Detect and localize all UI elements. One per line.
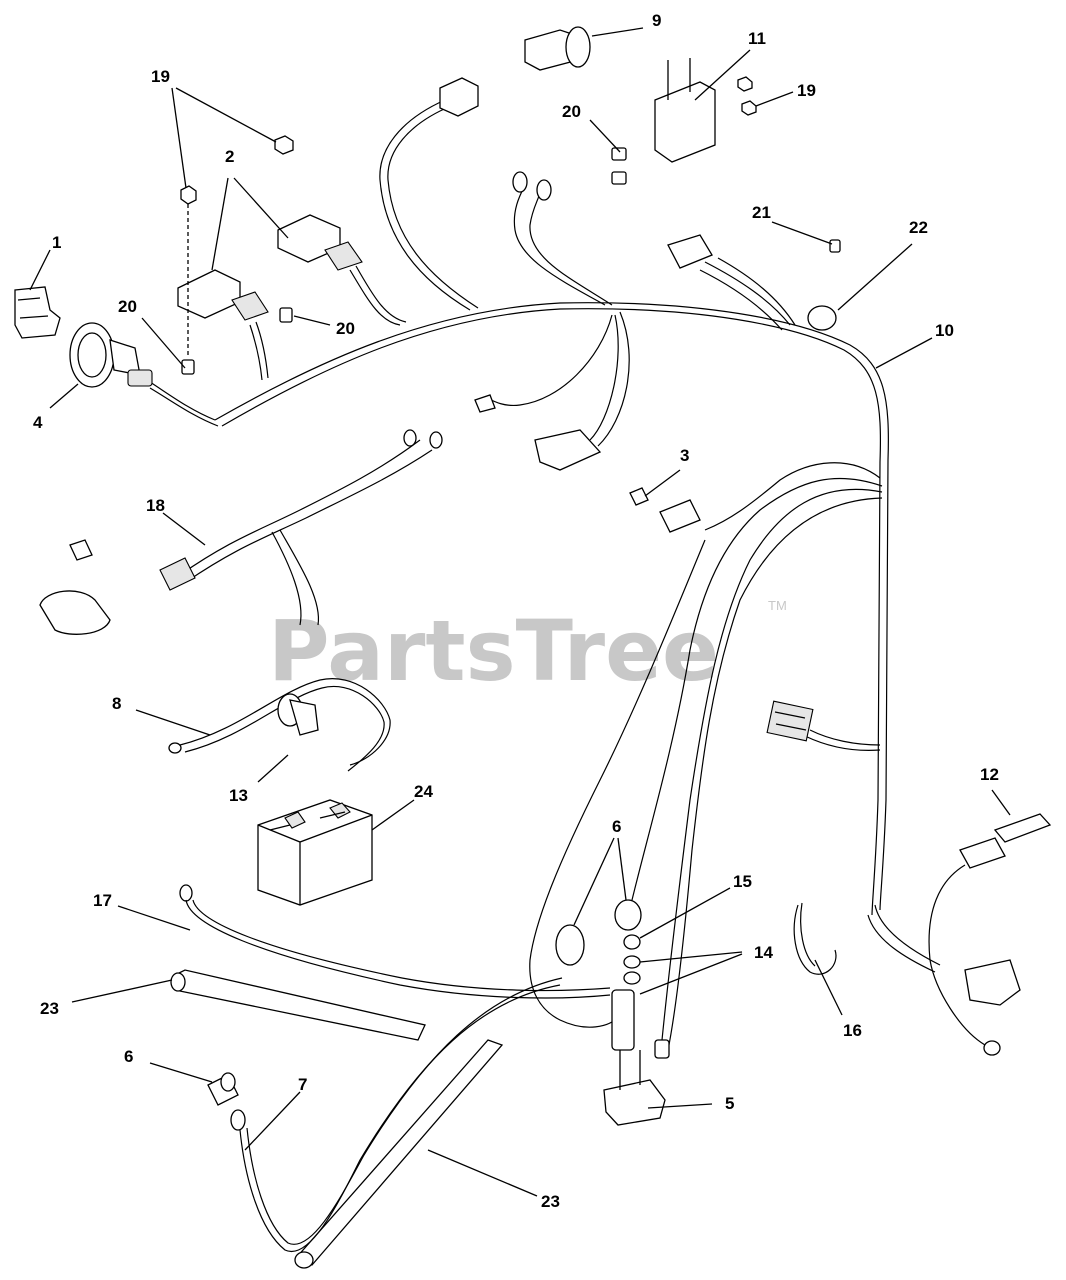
callout-12: 12 bbox=[980, 765, 999, 784]
callout-15: 15 bbox=[733, 872, 752, 891]
light-socket-part bbox=[524, 26, 591, 71]
lead-harness-part bbox=[39, 429, 443, 635]
callout-10: 10 bbox=[935, 321, 954, 340]
callout-22: 22 bbox=[909, 218, 928, 237]
callout-20: 20 bbox=[118, 297, 137, 316]
callout-9: 9 bbox=[652, 11, 661, 30]
callout-13: 13 bbox=[229, 786, 248, 805]
mid-connector-branch bbox=[766, 700, 881, 751]
tie-strap-part bbox=[793, 902, 837, 975]
callout-7: 7 bbox=[298, 1075, 307, 1094]
callout-4: 4 bbox=[33, 413, 43, 432]
callout-14: 14 bbox=[754, 943, 773, 962]
starter-cable-part bbox=[207, 977, 563, 1253]
fuse-holder-part bbox=[928, 813, 1052, 1056]
battery-part bbox=[257, 799, 373, 906]
callout-20: 20 bbox=[562, 102, 581, 121]
clip-part bbox=[807, 239, 841, 331]
callout-19: 19 bbox=[797, 81, 816, 100]
callout-18: 18 bbox=[146, 496, 165, 515]
callout-23: 23 bbox=[541, 1192, 560, 1211]
callout-20: 20 bbox=[336, 319, 355, 338]
battery-cable-part bbox=[179, 884, 611, 999]
callout-2: 2 bbox=[225, 147, 234, 166]
callout-1: 1 bbox=[52, 233, 61, 252]
fuse-part bbox=[629, 487, 701, 533]
ground-wire-part bbox=[168, 678, 391, 772]
callout-19: 19 bbox=[151, 67, 170, 86]
callout-8: 8 bbox=[112, 694, 121, 713]
callout-labels: 1 2 19 20 20 4 9 11 19 20 21 22 10 3 18 … bbox=[33, 11, 999, 1211]
conduit-part bbox=[170, 969, 504, 1269]
callout-21: 21 bbox=[752, 203, 771, 222]
leader-lines bbox=[29, 27, 1011, 1197]
regulator-bracket-part bbox=[611, 58, 757, 185]
relay-part bbox=[177, 214, 363, 321]
callout-24: 24 bbox=[414, 782, 433, 801]
callout-3: 3 bbox=[680, 446, 689, 465]
switch-bracket-part bbox=[14, 286, 61, 339]
callout-6: 6 bbox=[612, 817, 621, 836]
solenoid-branch bbox=[529, 462, 883, 1051]
callout-16: 16 bbox=[843, 1021, 862, 1040]
harness-branches bbox=[149, 99, 796, 447]
top-connectors bbox=[439, 77, 713, 471]
callout-11: 11 bbox=[748, 29, 766, 48]
watermark-text: PartsTree bbox=[268, 602, 719, 700]
callout-5: 5 bbox=[725, 1094, 734, 1113]
callout-6: 6 bbox=[124, 1047, 133, 1066]
plug-part bbox=[277, 693, 319, 736]
watermark-trademark: TM bbox=[768, 598, 787, 613]
solenoid-part bbox=[555, 899, 670, 1126]
ignition-switch-part bbox=[69, 322, 153, 388]
callout-23: 23 bbox=[40, 999, 59, 1018]
fasteners-left bbox=[180, 135, 294, 375]
callout-17: 17 bbox=[93, 891, 112, 910]
